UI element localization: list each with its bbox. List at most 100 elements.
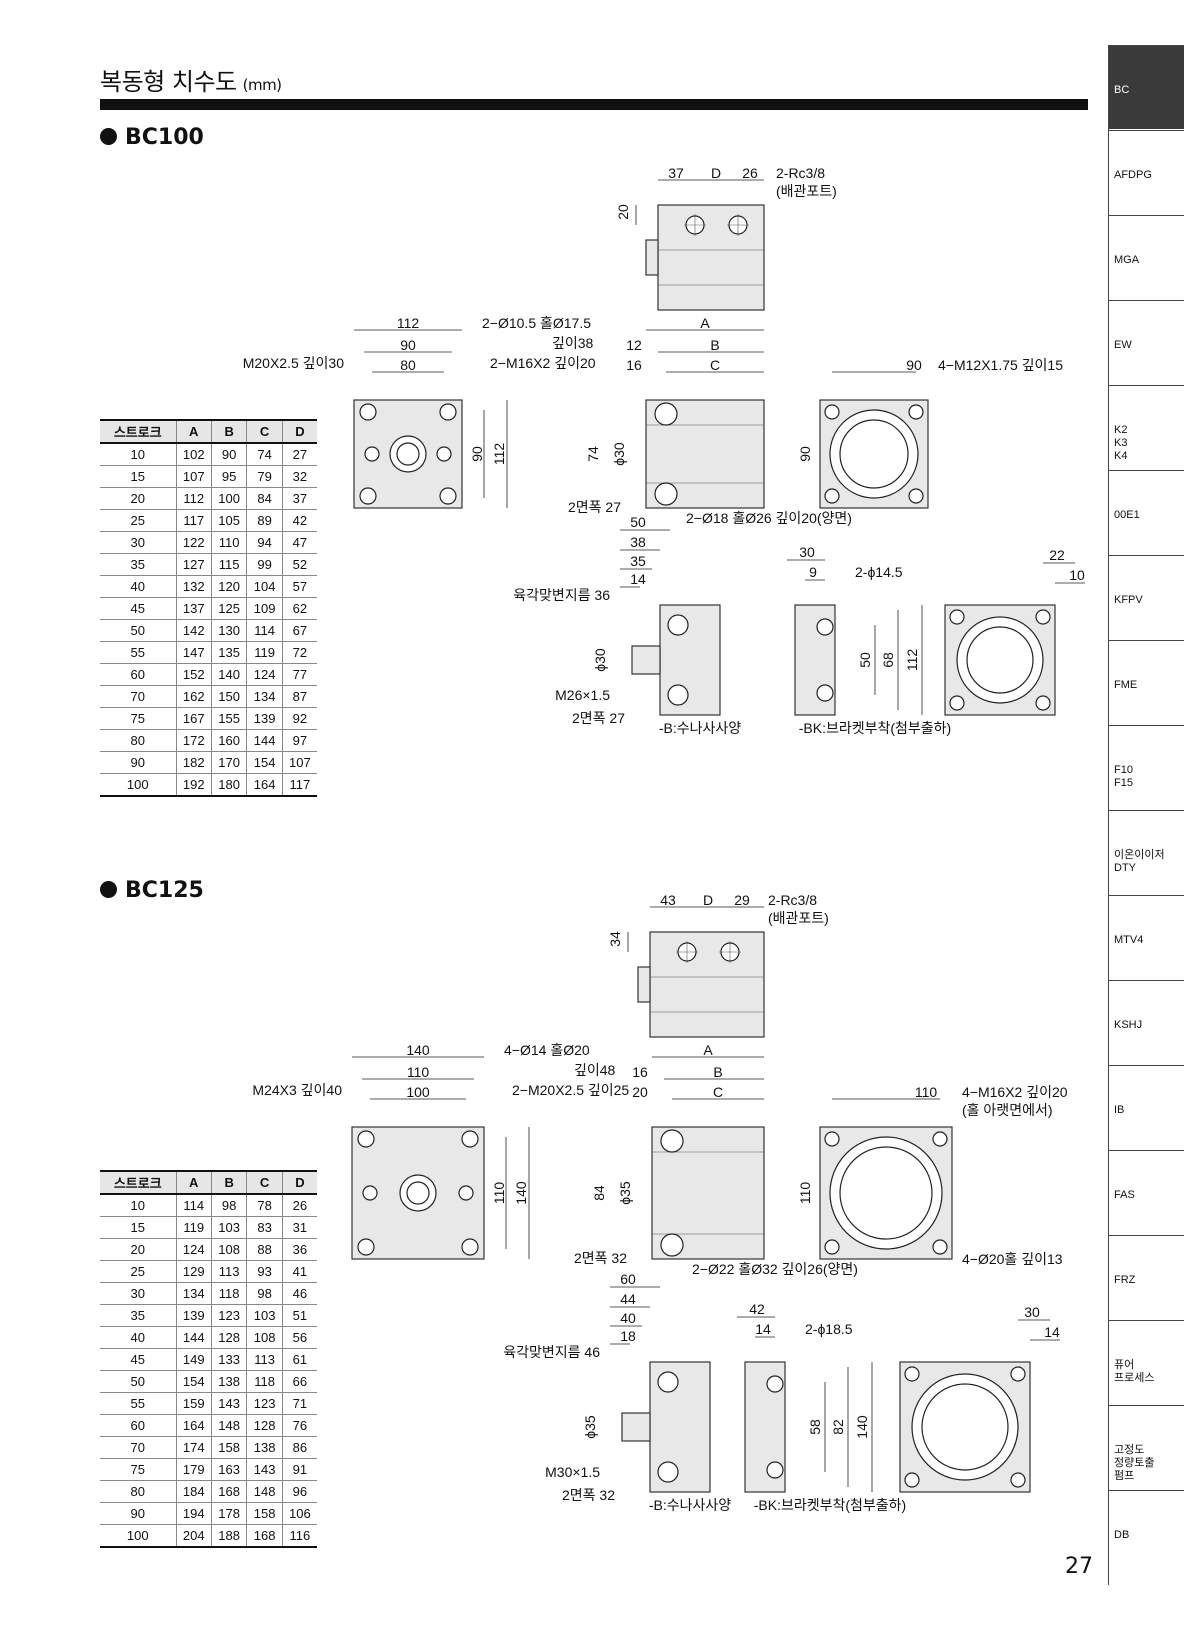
table-cell: 158 — [246, 1502, 283, 1525]
dimension-label: 14 — [1044, 1324, 1060, 1340]
table-cell: 148 — [246, 1480, 283, 1503]
table-cell: 180 — [210, 773, 247, 797]
dimension-label: A — [700, 315, 710, 331]
table-cell: 112 — [175, 487, 212, 510]
dimension-label: 20 — [615, 204, 631, 220]
table-cell: 98 — [246, 1282, 283, 1305]
table-cell: 160 — [210, 729, 247, 752]
table-cell: 188 — [210, 1524, 247, 1548]
dimension-label: 112 — [491, 443, 507, 466]
side-nav-item[interactable]: MGA — [1109, 215, 1184, 299]
dimension-label: 80 — [400, 357, 416, 373]
side-nav-item[interactable]: FRZ — [1109, 1235, 1184, 1319]
table-cell: 128 — [210, 1326, 247, 1349]
side-nav-item[interactable]: 이온이이저 DTY — [1109, 810, 1184, 894]
table-cell: 93 — [246, 1260, 283, 1283]
table-cell: 52 — [281, 553, 317, 576]
dimension-label: (홀 아랫면에서) — [962, 1102, 1053, 1118]
table-cell: 138 — [246, 1436, 283, 1459]
hole-mark — [839, 1146, 933, 1240]
dimension-label: 110 — [915, 1084, 938, 1100]
table-cell: 162 — [175, 685, 212, 708]
dimension-label: 40 — [620, 1310, 636, 1326]
dimension-label: 68 — [880, 652, 896, 668]
side-nav-item[interactable]: 00E1 — [1109, 470, 1184, 554]
dimension-label: 30 — [1024, 1304, 1040, 1320]
table-cell: 90 — [210, 443, 247, 466]
table-cell: 114 — [175, 1194, 212, 1217]
table-cell: 83 — [246, 1216, 283, 1239]
hole-mark — [436, 446, 452, 462]
table-cell: 178 — [210, 1502, 247, 1525]
side-nav-item[interactable]: AFDPG — [1109, 130, 1184, 214]
table-cell: 108 — [210, 1238, 247, 1261]
table-cell: 142 — [175, 619, 212, 642]
dimension-label: 26 — [742, 165, 758, 181]
table-cell: 122 — [175, 531, 212, 554]
side-nav-item[interactable]: BC — [1109, 45, 1184, 129]
side-nav-item[interactable]: EW — [1109, 300, 1184, 384]
dimension-label: 육각맞변지름 36 — [513, 587, 610, 603]
side-nav-item[interactable]: KSHJ — [1109, 980, 1184, 1064]
side-nav-item[interactable]: IB — [1109, 1065, 1184, 1149]
table-cell: 124 — [246, 663, 283, 686]
side-nav-item[interactable]: KFPV — [1109, 555, 1184, 639]
table-cell: 147 — [175, 641, 212, 664]
hole-mark — [654, 482, 678, 506]
table-cell: 110 — [210, 531, 247, 554]
table-cell: 133 — [210, 1348, 247, 1371]
page-number: 27 — [1065, 1554, 1093, 1579]
table-cell: 105 — [210, 509, 247, 532]
table-cell: 31 — [281, 1216, 317, 1239]
body-outline — [657, 204, 765, 311]
hole-mark — [824, 1239, 840, 1255]
side-nav-item[interactable]: FME — [1109, 640, 1184, 724]
title-unit: (mm) — [242, 76, 282, 94]
side-nav-item[interactable]: 퓨어 프로세스 — [1109, 1320, 1184, 1404]
model-name: BC125 — [125, 878, 204, 903]
table-cell: 40 — [100, 575, 176, 598]
table-cell: 107 — [281, 751, 317, 774]
side-nav-item[interactable]: MTV4 — [1109, 895, 1184, 979]
hole-mark — [908, 488, 924, 504]
table-cell: 56 — [281, 1326, 317, 1349]
table-cell: 99 — [246, 553, 283, 576]
table-cell: 134 — [175, 1282, 212, 1305]
table-cell: 108 — [246, 1326, 283, 1349]
dimension-label: 22 — [1049, 547, 1065, 563]
column-header: C — [246, 1170, 283, 1195]
table-cell: 20 — [100, 487, 176, 510]
hole-mark — [667, 614, 689, 636]
table-cell: 134 — [246, 685, 283, 708]
hole-mark — [461, 1130, 479, 1148]
dimension-label: 60 — [620, 1271, 636, 1287]
side-nav-item[interactable]: FAS — [1109, 1150, 1184, 1234]
dimension-label: C — [710, 357, 720, 373]
table-cell: 70 — [100, 1436, 176, 1459]
table-cell: 144 — [246, 729, 283, 752]
dimension-label: -B:수나사사양 — [659, 720, 741, 736]
table-cell: 152 — [175, 663, 212, 686]
side-nav-item[interactable]: K2 K3 K4 — [1109, 385, 1184, 469]
dimension-label: 112 — [904, 649, 920, 672]
table-cell: 60 — [100, 663, 176, 686]
table-cell: 164 — [246, 773, 283, 797]
dimension-label: 2면폭 32 — [574, 1250, 627, 1266]
dimension-label: 16 — [626, 357, 642, 373]
table-cell: 26 — [281, 1194, 317, 1217]
bullet-icon — [100, 128, 117, 145]
side-nav-item[interactable]: DB — [1109, 1490, 1184, 1574]
table-cell: 154 — [175, 1370, 212, 1393]
hole-mark — [357, 1130, 375, 1148]
hole-mark — [1010, 1472, 1026, 1488]
dimension-label: 2-ϕ18.5 — [805, 1321, 853, 1337]
side-nav-item[interactable]: F10 F15 — [1109, 725, 1184, 809]
side-nav-item[interactable]: 고정도 정량토출 펌프 — [1109, 1405, 1184, 1489]
table-cell: 194 — [175, 1502, 212, 1525]
table-cell: 42 — [281, 509, 317, 532]
